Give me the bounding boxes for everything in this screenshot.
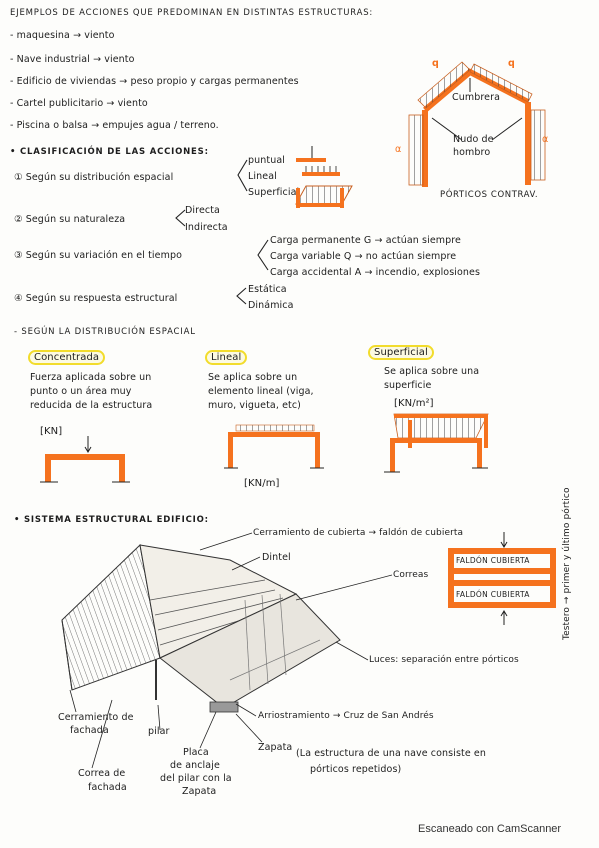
concentrada-unit: [KN] xyxy=(40,426,63,437)
label-dintel: Dintel xyxy=(262,552,291,563)
label-arriostramiento: Arriostramiento → Cruz de San Andrés xyxy=(258,711,434,721)
falden-diagram xyxy=(448,532,556,625)
clasificacion-title: • CLASIFICACIÓN DE LAS ACCIONES: xyxy=(10,147,209,157)
option-variable: Carga variable Q → no actúan siempre xyxy=(270,251,457,262)
lineal-desc: elemento lineal (viga, xyxy=(208,386,314,397)
label-cerramiento-fachada: Cerramiento de xyxy=(58,712,134,723)
portico-cumbrera: Cumbrera xyxy=(452,92,501,103)
portico-q-left: q xyxy=(432,58,439,69)
load-type-icons xyxy=(295,146,353,208)
label-luces: Luces: separación entre pórticos xyxy=(369,655,519,665)
portico-caption: PÓRTICOS CONTRAV. xyxy=(440,190,539,200)
label-placa: del pilar con la xyxy=(160,773,232,784)
leader-lines xyxy=(69,532,393,769)
lineal-desc: Se aplica sobre un xyxy=(208,372,298,383)
lineal-title: Lineal xyxy=(205,350,248,365)
concentrada-desc: reducida de la estructura xyxy=(30,400,153,411)
label-cerramiento-fachada: fachada xyxy=(70,725,109,736)
classification-brackets xyxy=(175,159,269,305)
portico-hombro: hombro xyxy=(453,147,491,158)
lineal-desc: muro, vigueta, etc) xyxy=(208,400,301,411)
label-correa-fachada: fachada xyxy=(88,782,127,793)
lineal-frame xyxy=(224,424,324,469)
example-item: - maquesina → viento xyxy=(10,30,115,41)
superficial-unit: [KN/m²] xyxy=(394,398,434,409)
note-line: (La estructura de una nave consiste en xyxy=(296,748,486,759)
option-indirecta: Indirecta xyxy=(185,222,228,233)
label-cerramiento: Cerramiento de cubierta → faldón de cubi… xyxy=(253,528,464,538)
superficial-title: Superficial xyxy=(368,345,434,360)
option-dinamica: Dinámica xyxy=(248,300,294,311)
option-puntual: puntual xyxy=(248,155,285,166)
distribucion-title: - SEGÚN LA DISTRIBUCIÓN ESPACIAL xyxy=(14,327,196,337)
clasificacion-item-4: ④ Según su respuesta estructural xyxy=(14,293,178,304)
option-estatica: Estática xyxy=(248,284,287,295)
option-superficial: Superficial xyxy=(248,187,300,198)
falden-cubierta-bottom: FALDÓN CUBIERTA xyxy=(456,590,530,599)
scanner-footer: Escaneado con CamScanner xyxy=(418,823,562,835)
building-sketch xyxy=(61,543,341,713)
sistema-title: • SISTEMA ESTRUCTURAL EDIFICIO: xyxy=(14,515,209,525)
option-directa: Directa xyxy=(185,205,220,216)
label-placa: Zapata xyxy=(182,786,217,797)
superficial-frame xyxy=(384,413,489,473)
label-correas: Correas xyxy=(393,570,429,580)
clasificacion-item-1: ① Según su distribución espacial xyxy=(14,172,174,183)
superficial-desc: Se aplica sobre una xyxy=(384,366,480,377)
falden-cubierta-top: FALDÓN CUBIERTA xyxy=(456,556,530,565)
example-item: - Cartel publicitario → viento xyxy=(10,98,148,109)
example-item: - Nave industrial → viento xyxy=(10,54,135,65)
superficial-desc: superficie xyxy=(384,380,432,391)
note-line: pórticos repetidos) xyxy=(310,764,402,775)
portico-nudo: Nudo de xyxy=(453,134,494,145)
clasificacion-item-3: ③ Según su variación en el tiempo xyxy=(14,250,183,261)
portico-alpha-left: α xyxy=(395,144,402,155)
example-item: - Piscina o balsa → empujes agua / terre… xyxy=(10,120,219,131)
portico-q-right: q xyxy=(508,58,515,69)
option-accidental: Carga accidental A → incendio, explosion… xyxy=(270,267,481,278)
portico-diagram xyxy=(408,61,546,187)
concentrada-desc: punto o un área muy xyxy=(30,386,132,397)
label-correa-fachada: Correa de xyxy=(78,768,126,779)
label-placa: de anclaje xyxy=(170,760,220,771)
option-lineal: Lineal xyxy=(248,171,277,182)
lineal-unit: [KN/m] xyxy=(244,478,280,489)
label-zapata: Zapata xyxy=(258,742,293,753)
option-permanente: Carga permanente G → actúan siempre xyxy=(270,235,462,246)
label-pilar: pilar xyxy=(148,726,170,737)
concentrada-title: Concentrada xyxy=(28,350,106,365)
concentrada-frame xyxy=(40,436,130,483)
page-heading: EJEMPLOS DE ACCIONES QUE PREDOMINAN EN D… xyxy=(10,8,374,18)
clasificacion-item-2: ② Según su naturaleza xyxy=(14,214,126,225)
label-placa: Placa xyxy=(183,747,209,758)
example-item: - Edificio de viviendas → peso propio y … xyxy=(10,76,299,87)
concentrada-desc: Fuerza aplicada sobre un xyxy=(30,372,152,383)
